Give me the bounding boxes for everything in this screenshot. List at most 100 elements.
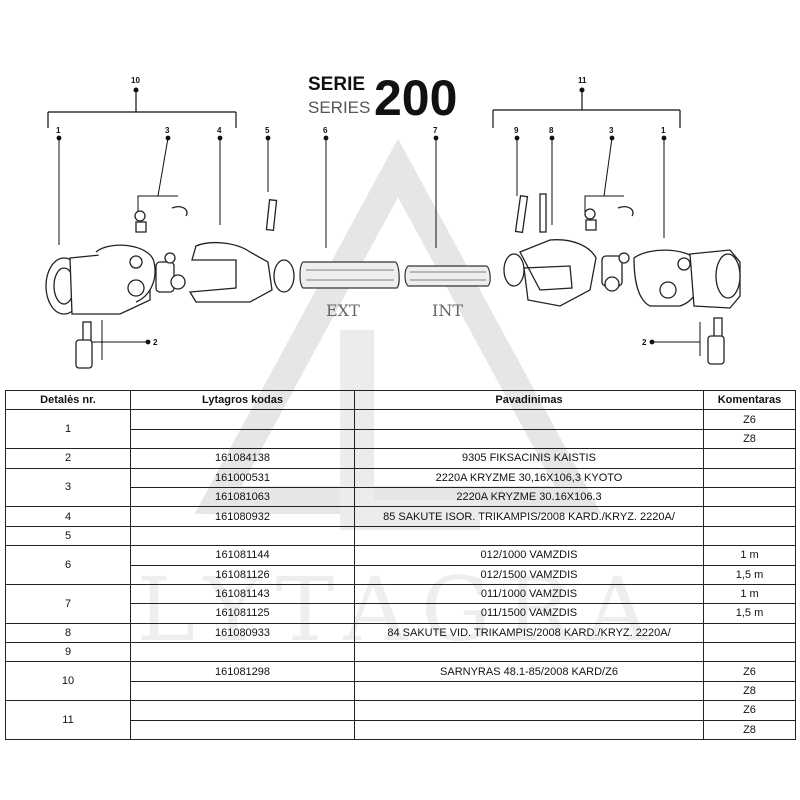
cell-comment: [703, 506, 796, 527]
cell-nr: 1: [5, 409, 131, 450]
series-label: SERIES: [308, 98, 370, 117]
cell-comment: Z8: [703, 680, 796, 702]
cell-nr: 5: [5, 525, 131, 547]
cell-nr: 10: [5, 661, 131, 702]
table-header-row: Detalės nr. Lytagros kodas Pavadinimas K…: [5, 389, 796, 411]
table-row: 9: [5, 642, 796, 663]
cell-code: 161081063: [130, 486, 355, 508]
callout-4-left: 4: [217, 126, 222, 135]
cell-comment: [703, 467, 796, 488]
table-row: 5: [5, 525, 796, 547]
table-row: 7 161081143 011/1000 VAMZDIS 1 m: [5, 583, 796, 624]
header-komentaras: Komentaras: [703, 389, 796, 411]
callout-9: 9: [514, 126, 519, 135]
cell-nr: 4: [5, 506, 131, 527]
cell-comment: 1 m: [703, 545, 796, 566]
cell-comment: 1 m: [703, 583, 796, 605]
table-row: 2 161084138 9305 FIKSACINIS KAISTIS: [5, 448, 796, 469]
cell-name: 012/1500 VAMZDIS: [354, 564, 704, 585]
cell-code: 161081143: [130, 583, 355, 605]
left-joint-drawing: [45, 199, 295, 369]
table-row: 10 161081298 SARNYRAS 48.1-85/2008 KARD/…: [5, 661, 796, 702]
cell-comment: Z6: [703, 700, 796, 721]
right-group-bracket: [492, 90, 681, 128]
cell-code: 161081144: [130, 545, 355, 566]
cell-comment: 1,5 m: [703, 603, 796, 624]
callout-8: 8: [549, 126, 554, 135]
tube-ext-label: EXT: [326, 301, 360, 320]
cell-comment: [703, 642, 796, 663]
cell-name: [354, 680, 704, 702]
callout-3-right: 3: [609, 126, 614, 135]
callout-5-left: 5: [265, 126, 270, 135]
cell-code: 161081126: [130, 564, 355, 585]
header-pavadinimas: Pavadinimas: [354, 389, 704, 411]
cell-name: [354, 525, 704, 547]
cell-comment: Z6: [703, 409, 796, 430]
cell-code: [130, 409, 355, 430]
cell-code: [130, 642, 355, 663]
table-row: 1 Z6: [5, 409, 796, 450]
tube-int-label: INT: [432, 301, 463, 320]
cell-name: 2220A KRYZME 30,16X106,3 KYOTO: [354, 467, 704, 488]
callout-1-left: 1: [56, 126, 61, 135]
cell-name: [354, 642, 704, 663]
cell-comment: Z8: [703, 719, 796, 741]
callout-10: 10: [131, 76, 140, 85]
cell-code: 161080932: [130, 506, 355, 527]
callout-3-left: 3: [165, 126, 170, 135]
cell-name: 011/1000 VAMZDIS: [354, 583, 704, 605]
table-row: 8 161080933 84 SAKUTE VID. TRIKAMPIS/200…: [5, 622, 796, 644]
cell-code: [130, 428, 355, 450]
cell-nr: 8: [5, 622, 131, 644]
cell-name: [354, 719, 704, 741]
tube-ext-drawing: [299, 261, 400, 289]
cell-nr: 3: [5, 467, 131, 508]
cell-name: 85 SAKUTE ISOR. TRIKAMPIS/2008 KARD./KRY…: [354, 506, 704, 527]
cell-name: 011/1500 VAMZDIS: [354, 603, 704, 624]
tube-int-drawing: [404, 265, 491, 287]
cell-code: 161084138: [130, 448, 355, 469]
table-row: 161081125 011/1500 VAMZDIS 1,5 m: [6, 603, 796, 624]
cell-name: SARNYRAS 48.1-85/2008 KARD/Z6: [354, 661, 704, 682]
cell-name: 2220A KRYZME 30.16X106.3: [354, 486, 704, 508]
series-number: 200: [374, 70, 457, 126]
cell-comment: [703, 448, 796, 469]
header-detales-nr: Detalės nr.: [5, 389, 131, 411]
cell-comment: Z8: [703, 428, 796, 450]
callout-6: 6: [323, 126, 328, 135]
cell-nr: 2: [5, 448, 131, 469]
table-row: 6 161081144 012/1000 VAMZDIS 1 m: [5, 545, 796, 585]
serie-label: SERIE: [308, 74, 365, 95]
cell-comment: [703, 622, 796, 644]
table-row: 3 161000531 2220A KRYZME 30,16X106,3 KYO…: [5, 467, 796, 508]
callout-2-left: 2: [153, 338, 158, 347]
cell-nr: 11: [5, 700, 131, 741]
cell-comment: [703, 525, 796, 547]
cell-name: 012/1000 VAMZDIS: [354, 545, 704, 566]
cell-comment: [703, 486, 796, 508]
table-row: 11 Z6: [5, 700, 796, 741]
cell-nr: 7: [5, 583, 131, 624]
cell-code: 161080933: [130, 622, 355, 644]
parts-table: Detalės nr. Lytagros kodas Pavadinimas K…: [5, 389, 796, 741]
cell-code: 161081298: [130, 661, 355, 682]
table-row: 4 161080932 85 SAKUTE ISOR. TRIKAMPIS/20…: [5, 506, 796, 527]
header-lytagros-kodas: Lytagros kodas: [130, 389, 355, 411]
table-row: Z8: [6, 719, 796, 741]
callout-1-right: 1: [661, 126, 666, 135]
cell-name: 84 SAKUTE VID. TRIKAMPIS/2008 KARD./KRYZ…: [354, 622, 704, 644]
callout-7: 7: [433, 126, 438, 135]
cell-name: [354, 700, 704, 721]
cell-nr: 6: [5, 545, 131, 585]
left-group-bracket: [47, 90, 237, 128]
cell-nr: 9: [5, 642, 131, 663]
cell-code: [130, 525, 355, 547]
callout-2-right: 2: [642, 338, 647, 347]
cell-name: [354, 409, 704, 430]
cell-name: 9305 FIKSACINIS KAISTIS: [354, 448, 704, 469]
right-joint-drawing: [503, 193, 741, 365]
cell-code: 161000531: [130, 467, 355, 488]
cell-comment: 1,5 m: [703, 564, 796, 585]
cell-comment: Z6: [703, 661, 796, 682]
